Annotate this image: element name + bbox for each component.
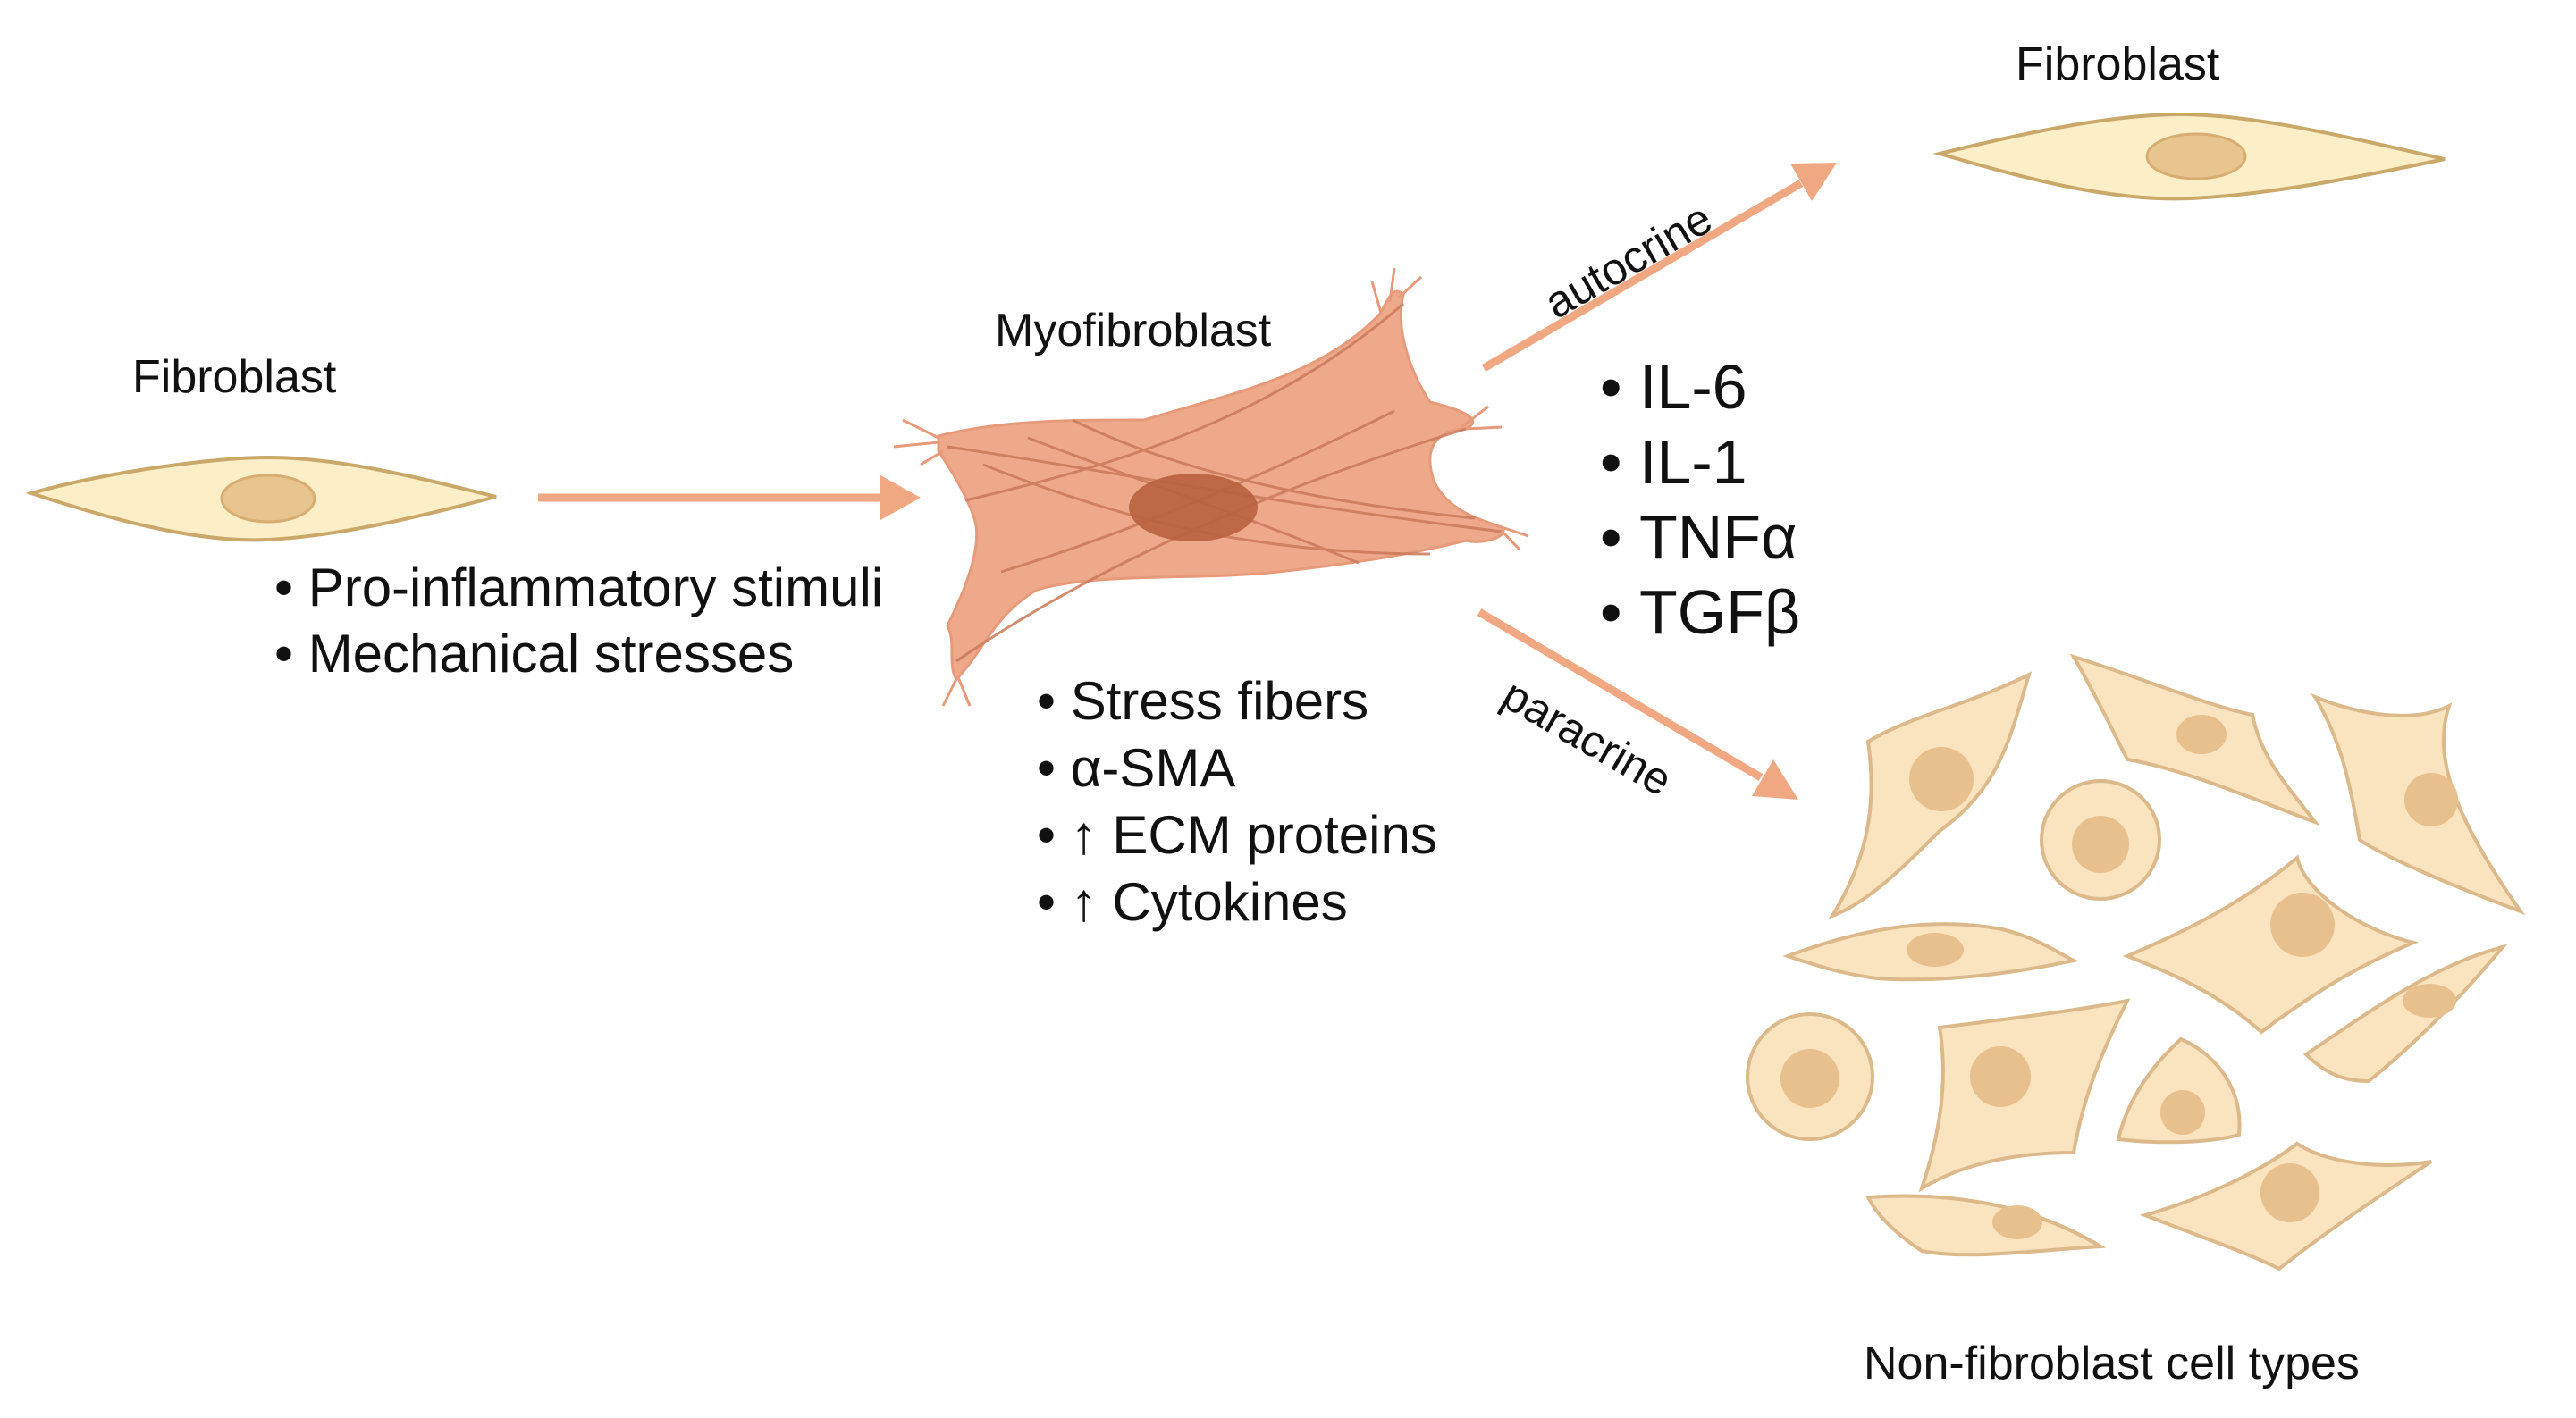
- stimulus-item: Pro-inflammatory stimuli: [274, 561, 883, 615]
- fibroblast-right-title: Fibroblast: [2016, 38, 2220, 90]
- myofibroblast-cell: [893, 267, 1529, 707]
- paracrine-arrow: [1477, 608, 1764, 781]
- paracrine-arrowhead: [1752, 759, 1798, 800]
- activation-arrowhead: [880, 475, 921, 520]
- non-fibroblast-cluster: [1746, 653, 2526, 1271]
- stimulus-item: Mechanical stresses: [274, 627, 795, 681]
- fibroblast-left-title: Fibroblast: [132, 351, 337, 403]
- feature-item: ↑ ECM proteins: [1037, 809, 1437, 862]
- fibroblast-right-cell: [1932, 112, 2446, 201]
- feature-item: Stress fibers: [1037, 675, 1368, 728]
- non-fibroblast-title: Non-fibroblast cell types: [1864, 1338, 2360, 1389]
- feature-item: ↑ Cytokines: [1037, 876, 1348, 929]
- autocrine-arrowhead: [1790, 163, 1837, 201]
- feature-item: α-SMA: [1037, 742, 1236, 795]
- cytokine-item: IL-6: [1600, 356, 1747, 418]
- fibroblast-left-cell: [25, 455, 497, 542]
- myofibroblast-title: Myofibroblast: [995, 305, 1272, 357]
- cytokine-item: TGFβ: [1600, 581, 1800, 643]
- cytokine-item: IL-1: [1600, 431, 1747, 493]
- non-fibroblast-nuclei: [1780, 715, 2458, 1239]
- cytokine-item: TNFα: [1600, 506, 1797, 568]
- autocrine-arrow: [1481, 180, 1804, 372]
